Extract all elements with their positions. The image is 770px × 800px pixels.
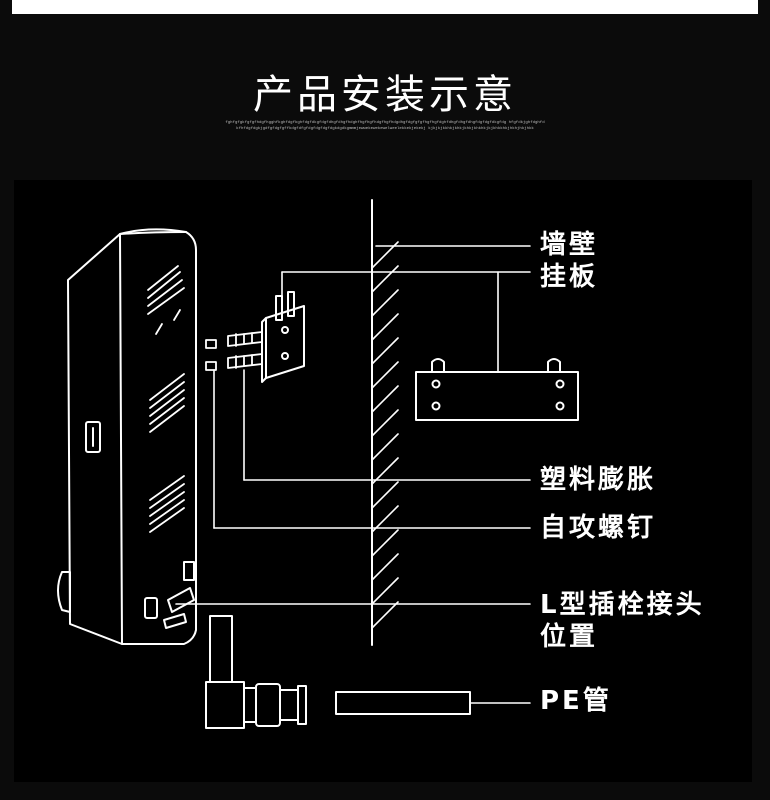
l-connector-fitting-illustration — [205, 615, 307, 729]
label-self-tapping-screw: 自攻螺钉 — [540, 513, 657, 543]
label-hanging-plate: 挂板 — [540, 262, 599, 292]
label-l-connector-position: 位置 — [540, 622, 599, 652]
screws-and-anchors-illustration — [205, 331, 263, 371]
purifier-unit-illustration — [57, 228, 197, 645]
hanging-bracket-side-illustration — [261, 291, 305, 383]
pe-pipe-illustration — [335, 691, 471, 715]
hanging-plate-front-illustration — [415, 358, 579, 421]
page-subtitle: fghfgfgkfgfgfhdgfhgghfkghfdgfkghfdgfdkgf… — [225, 121, 545, 131]
label-pe-pipe: PE管 — [540, 686, 612, 716]
page-title: 产品安装示意 — [253, 72, 517, 118]
leader-lines — [175, 245, 531, 704]
top-white-bar — [12, 0, 758, 14]
wall-illustration — [371, 199, 399, 646]
label-l-connector: L型插栓接头 — [540, 590, 705, 620]
label-plastic-anchor: 塑料膨胀 — [540, 465, 657, 495]
label-wall: 墙壁 — [540, 230, 599, 260]
